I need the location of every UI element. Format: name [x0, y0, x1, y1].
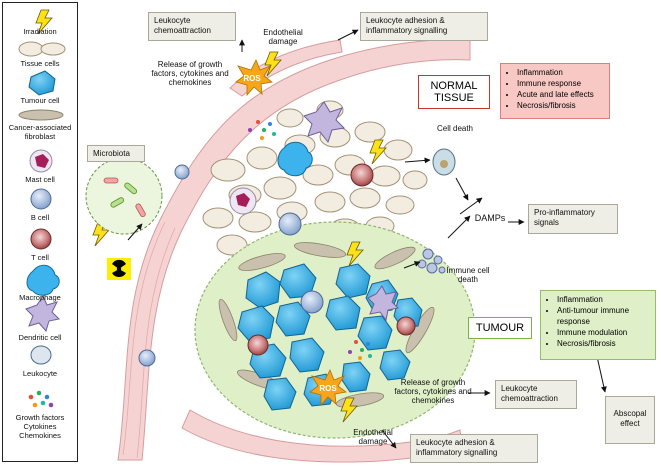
release-bottom-label: Release of growth factors, cytokines and… [394, 378, 472, 405]
immune-cell-death-label: Immune cell death [446, 266, 490, 284]
tumour-effect-item: Inflammation [557, 294, 651, 305]
leukocyte-chemoattraction-bottom-box: Leukocyte chemoattraction [495, 380, 577, 409]
microbes [103, 177, 146, 218]
leukocyte-adhesion-top-box: Leukocyte adhesion & inflammatory signal… [360, 12, 488, 41]
legend-t-cell: T cell [31, 253, 49, 262]
ros-top-label: ROS [243, 74, 261, 83]
release-top-label: Release of growth factors, cytokines and… [151, 60, 229, 87]
legend-chemokines: Chemokines [19, 431, 61, 440]
legend-leukocyte: Leukocyte [22, 369, 58, 378]
legend-caf: Cancer-associated fibroblast [8, 123, 72, 141]
microbiota-circle [85, 157, 163, 235]
tumour-effect-item: Necrosis/fibrosis [557, 338, 651, 349]
ros-bottom-label: ROS [319, 384, 337, 393]
legend-mast-cell: Mast cell [25, 175, 55, 184]
legend-icons [18, 9, 66, 408]
pro-inflammatory-box: Pro-inflammatory signals [528, 204, 618, 234]
arrows [127, 29, 607, 449]
normal-tissue-heading: NORMAL TISSUE [418, 75, 490, 109]
leukocyte-chemoattraction-top-box: Leukocyte chemoattraction [148, 12, 236, 41]
tumour-effect-item: Immune modulation [557, 327, 651, 338]
legend-dendritic-cell: Dendritic cell [18, 333, 62, 342]
legend-tissue-cells: Tissue cells [20, 59, 60, 68]
endothelial-damage-top-label: Endothelial damage [263, 28, 303, 46]
legend-cytokines: Cytokines [23, 422, 57, 431]
normal-effect-item: Inflammation [517, 67, 605, 78]
damps-label: DAMPs [474, 213, 506, 223]
leukocyte-adhesion-bottom-box: Leukocyte adhesion & inflammatory signal… [410, 434, 538, 463]
tumour-cells [237, 263, 423, 411]
legend-irradiation: Irradiation [23, 27, 57, 36]
endothelial-damage-bottom-label: Endothelial damage [353, 428, 393, 446]
legend-panel: Irradiation Tissue cells Tumour cell Can… [2, 2, 78, 462]
normal-effect-item: Acute and late effects [517, 89, 605, 100]
tumour-effect-item: Anti-tumour immune response [557, 305, 651, 327]
radiation-sign [107, 258, 131, 280]
microbiota-box: Microbiota [87, 145, 145, 162]
ros-bursts [235, 59, 347, 407]
normal-effect-item: Immune response [517, 78, 605, 89]
abscopal-effect-box: Abscopal effect [605, 396, 655, 444]
legend-growth-factors: Growth factors [15, 413, 65, 422]
legend-b-cell: B cell [30, 213, 50, 222]
tumour-effects: Inflammation Anti-tumour immune response… [540, 290, 656, 360]
cell-death-label: Cell death [436, 124, 474, 133]
tumour-heading: TUMOUR [468, 317, 532, 339]
normal-effect-item: Necrosis/fibrosis [517, 100, 605, 111]
normal-tissue-effects: Inflammation Immune response Acute and l… [500, 63, 610, 119]
growth-factor-dots [248, 120, 372, 360]
legend-tumour-cell: Tumour cell [20, 96, 60, 105]
legend-macrophage: Macrophage [19, 293, 61, 302]
